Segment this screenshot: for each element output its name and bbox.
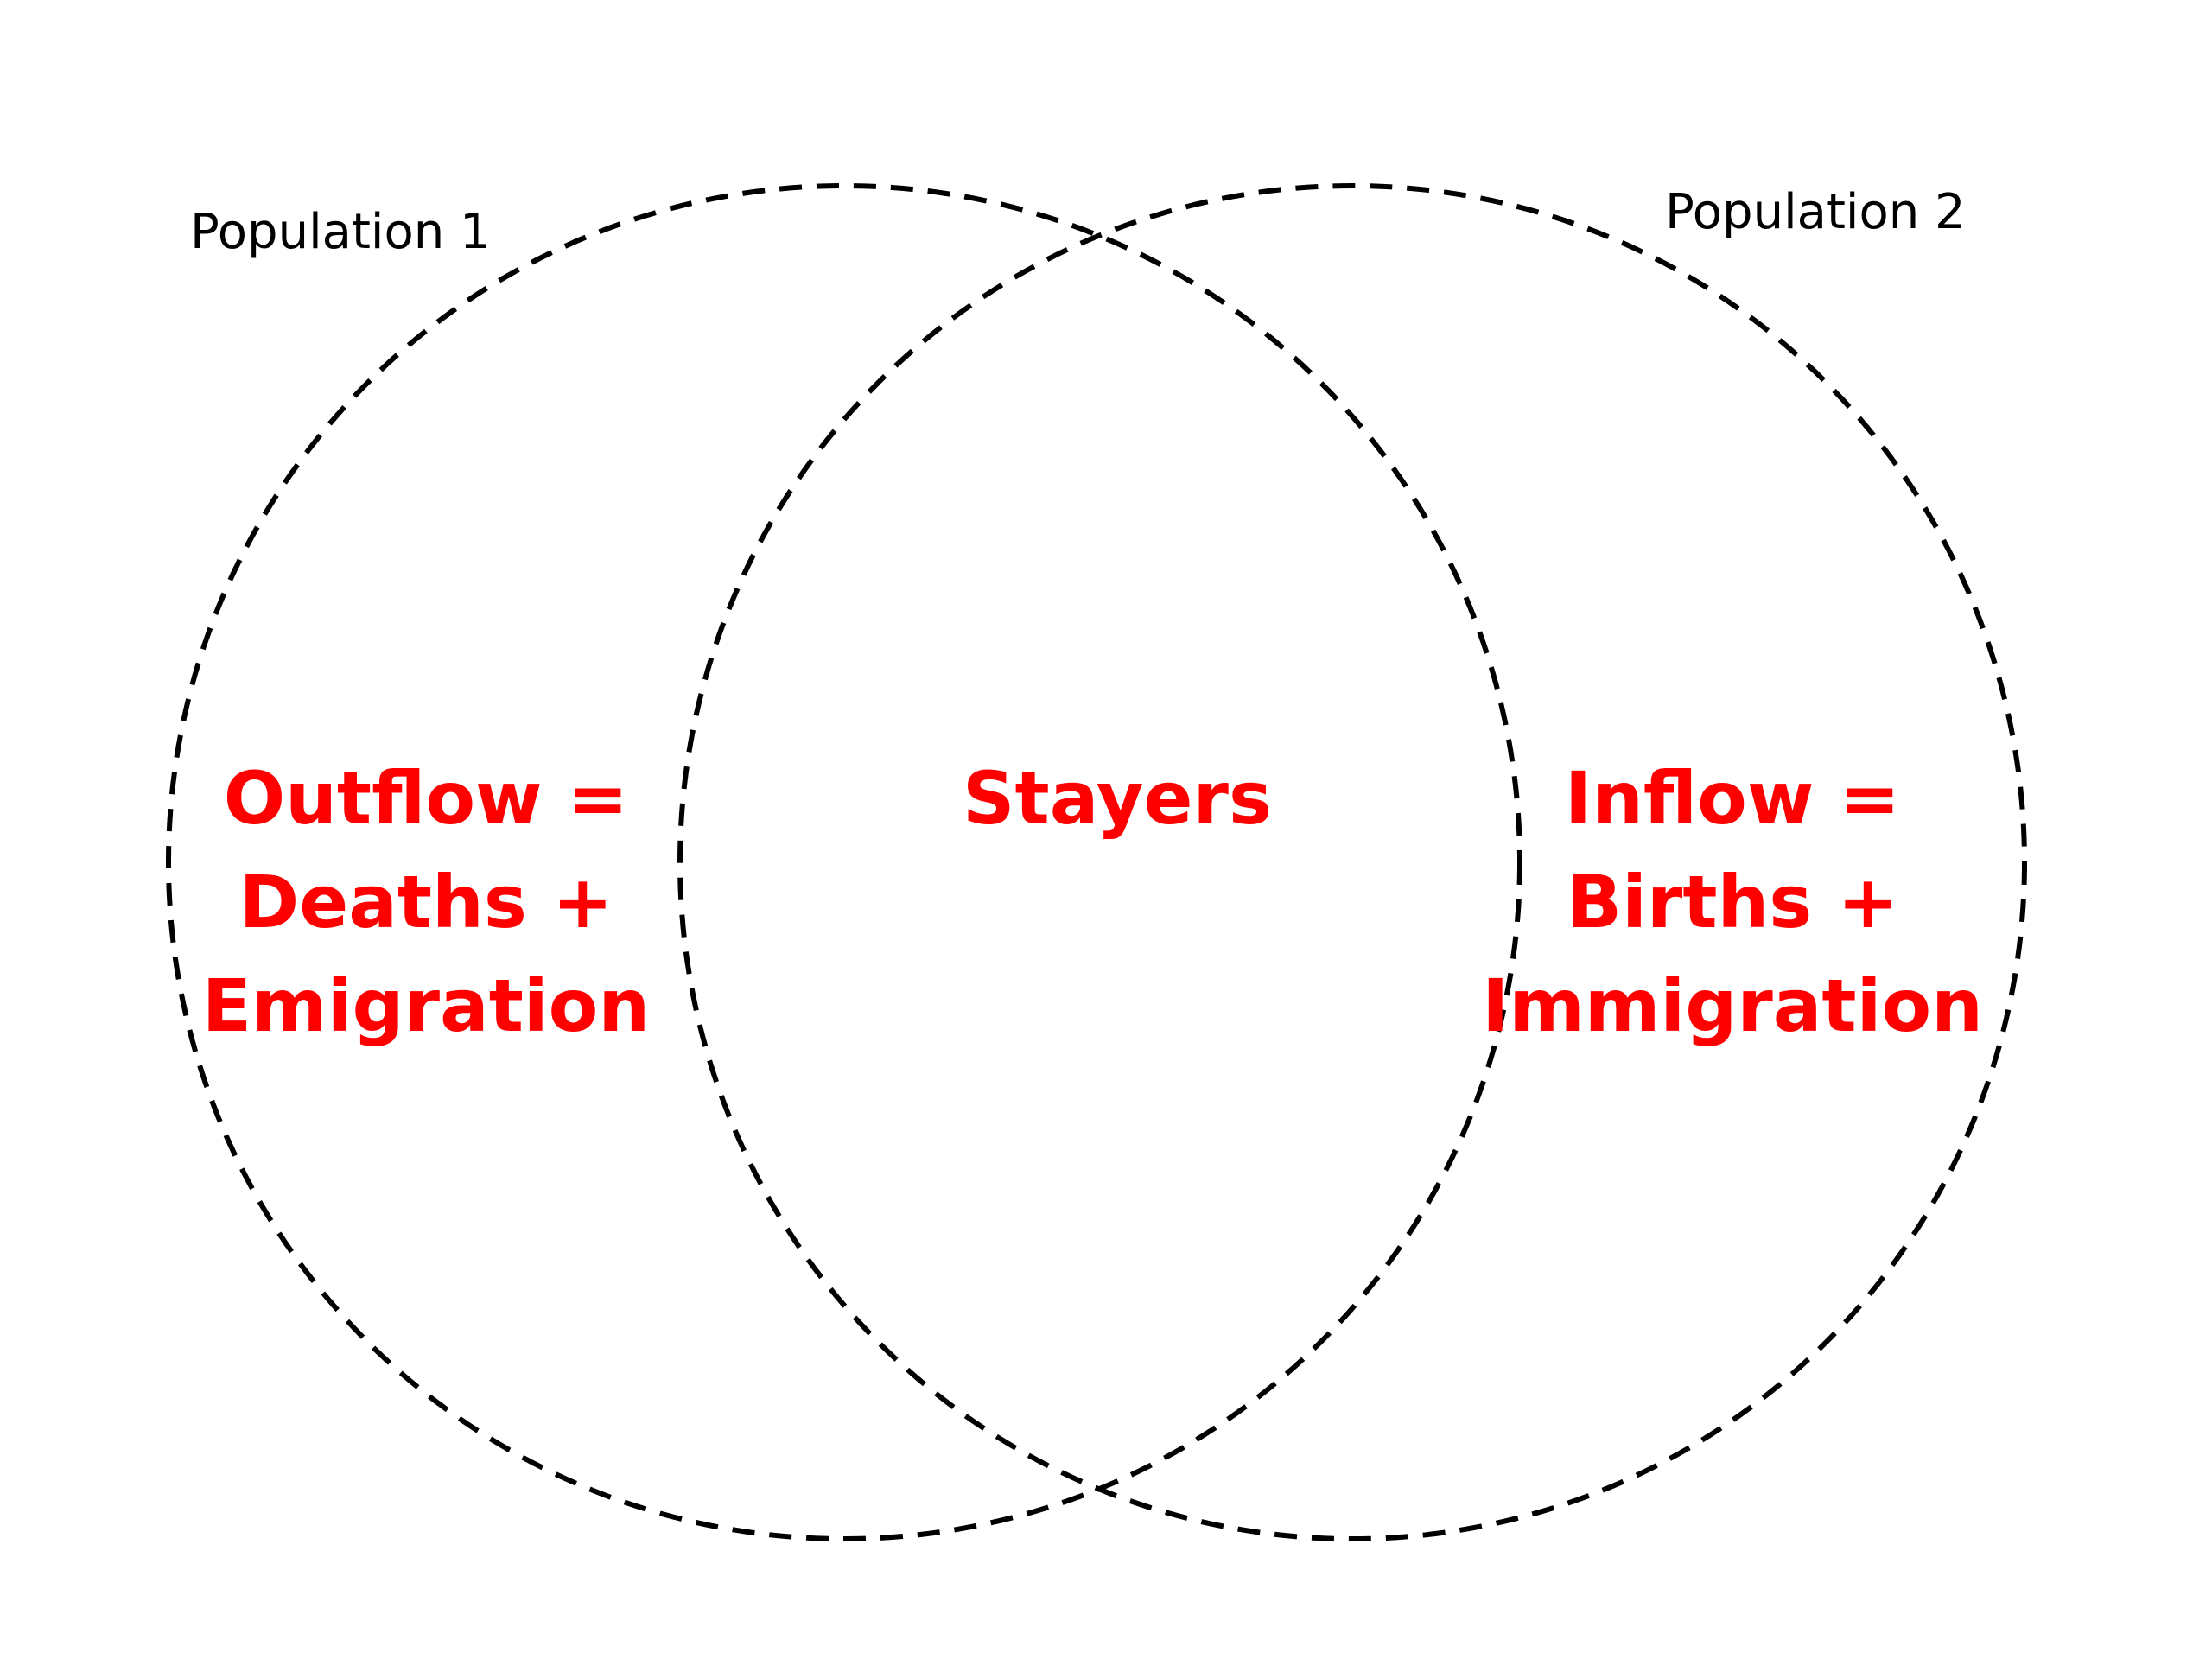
outflow-line-1: Outflow =: [224, 756, 629, 841]
inflow-region-label: Inflow = Births + Immigration: [1482, 756, 1983, 1048]
inflow-line-3: Immigration: [1482, 963, 1983, 1048]
population-2-circle: [677, 183, 2027, 1541]
population-1-circle: [166, 183, 1522, 1541]
inflow-line-2: Births +: [1567, 860, 1898, 944]
population-2-label: Population 2: [1665, 184, 1966, 240]
outflow-line-2: Deaths +: [239, 860, 613, 944]
outflow-region-label: Outflow = Deaths + Emigration: [202, 756, 650, 1048]
population-1-label: Population 1: [190, 204, 491, 260]
inflow-line-1: Inflow =: [1565, 756, 1900, 841]
outflow-line-3: Emigration: [202, 963, 650, 1048]
stayers-line-1: Stayers: [963, 756, 1272, 841]
stayers-region-label: Stayers: [963, 756, 1272, 841]
